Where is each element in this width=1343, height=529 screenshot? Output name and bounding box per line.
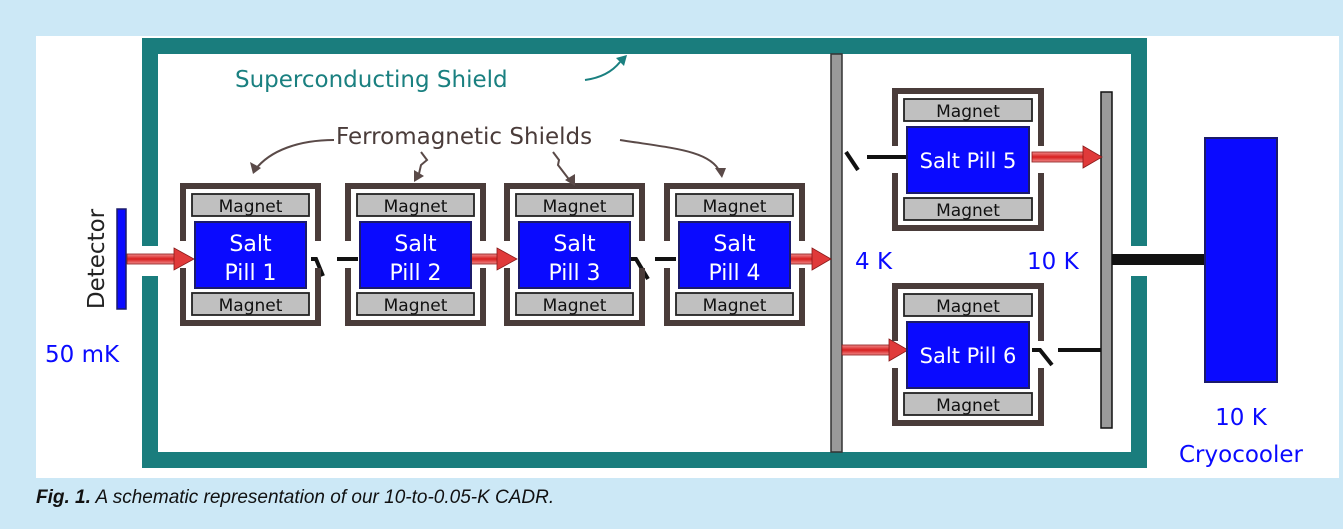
ferromagnetic-callout-heads: [250, 162, 726, 186]
salt-pill-label: Salt Pill 5: [920, 149, 1017, 173]
arrow-pill5-to-10k: [1031, 145, 1103, 169]
superconducting-callout: [584, 61, 621, 81]
detector: [116, 208, 127, 310]
magnet-label: Magnet: [936, 201, 1000, 221]
detector-label: Detector: [84, 208, 110, 309]
salt-pill: [194, 221, 307, 289]
superconducting-shield-label: Superconducting Shield: [235, 67, 508, 93]
magnet-label: Magnet: [384, 296, 448, 316]
magnet-label: Magnet: [703, 296, 767, 316]
magnet-label: Magnet: [703, 197, 767, 217]
magnet-top: [903, 98, 1033, 122]
ferromagnetic-shield: [892, 88, 1044, 231]
stage-4k-label: 4 K: [855, 249, 893, 275]
figure-caption: Fig. 1. A schematic representation of ou…: [36, 487, 554, 509]
cryocooler-label: Cryocooler: [1179, 442, 1304, 468]
magnet-label: Magnet: [219, 296, 283, 316]
magnet-label: Magnet: [543, 197, 607, 217]
salt-pill-label-line2: Pill 4: [708, 261, 760, 286]
ferromagnetic-shields-label: Ferromagnetic Shields: [336, 124, 592, 150]
salt-pill: [678, 221, 791, 289]
arrow-pill2-to-pill3: [469, 247, 518, 271]
magnet-label: Magnet: [384, 197, 448, 217]
magnet-label: Magnet: [936, 396, 1000, 416]
detector-temp-label: 50 mK: [45, 342, 120, 368]
superconducting-arrowhead: [616, 55, 627, 66]
cryocooler: [1204, 137, 1278, 383]
salt-pill-label-line1: Salt: [229, 232, 272, 257]
heat-switch-4k-5: [844, 150, 908, 172]
magnet-top: [191, 193, 310, 217]
magnet-bottom: [356, 292, 475, 316]
magnet-top: [675, 193, 794, 217]
ferro-arrowhead-1: [250, 162, 261, 174]
salt-pill: [359, 221, 472, 289]
magnet-top: [515, 193, 634, 217]
arrow-pill4-to-4k: [786, 247, 832, 271]
salt-pill-label-line1: Salt: [713, 232, 756, 257]
figure-caption-label: Fig. 1.: [36, 487, 91, 508]
magnet-bottom: [675, 292, 794, 316]
salt-pill-label-line2: Pill 1: [224, 261, 276, 286]
arrow-detector-to-pill1: [126, 247, 195, 271]
salt-pill-label: Salt Pill 6: [920, 344, 1017, 368]
cryocooler-link: [1112, 254, 1204, 265]
ferro-arrowhead-4: [715, 168, 726, 178]
magnet-top: [356, 193, 475, 217]
ferromagnetic-shield: [664, 183, 805, 326]
ferro-callout-2: [417, 151, 429, 179]
salt-pill: [906, 126, 1030, 194]
bus-4k: [830, 53, 843, 453]
heat-flow-arrows: [126, 145, 1103, 362]
salt-pill: [906, 321, 1030, 389]
salt-pill-label-line1: Salt: [553, 232, 596, 257]
ferromagnetic-shield: [180, 183, 321, 326]
stage-10k-label: 10 K: [1027, 249, 1080, 275]
heat-switch-6-10k: [1032, 348, 1101, 367]
figure-caption-text: A schematic representation of our 10-to-…: [90, 487, 555, 508]
salt-pill-label-line1: Salt: [394, 232, 437, 257]
ferro-callout-4: [619, 139, 721, 173]
magnet-bottom: [515, 292, 634, 316]
salt-pill-label-line2: Pill 2: [389, 261, 441, 286]
magnet-label: Magnet: [936, 102, 1000, 122]
bus-10k: [1100, 91, 1113, 429]
magnet-label: Magnet: [543, 296, 607, 316]
salt-pill-label-line2: Pill 3: [548, 261, 600, 286]
magnet-bottom: [903, 197, 1033, 221]
magnet-bottom: [903, 392, 1033, 416]
cryocooler-temp-label: 10 K: [1215, 405, 1268, 431]
ferromagnetic-shield: [504, 183, 645, 326]
ferromagnetic-callouts: [254, 139, 721, 183]
arrow-4k-to-pill6: [841, 338, 909, 362]
ferro-callout-3: [552, 151, 572, 183]
salt-pill: [518, 221, 631, 289]
superconducting-shield: [142, 38, 1147, 468]
magnet-bottom: [191, 292, 310, 316]
magnet-label: Magnet: [936, 297, 1000, 317]
ferro-callout-1: [254, 139, 335, 171]
ferromagnetic-shield: [345, 183, 486, 326]
ferro-arrowhead-2: [414, 170, 424, 182]
magnet-label: Magnet: [219, 197, 283, 217]
ferro-arrowhead-3: [565, 174, 575, 186]
magnet-top: [903, 293, 1033, 317]
ferromagnetic-shield: [892, 283, 1044, 426]
